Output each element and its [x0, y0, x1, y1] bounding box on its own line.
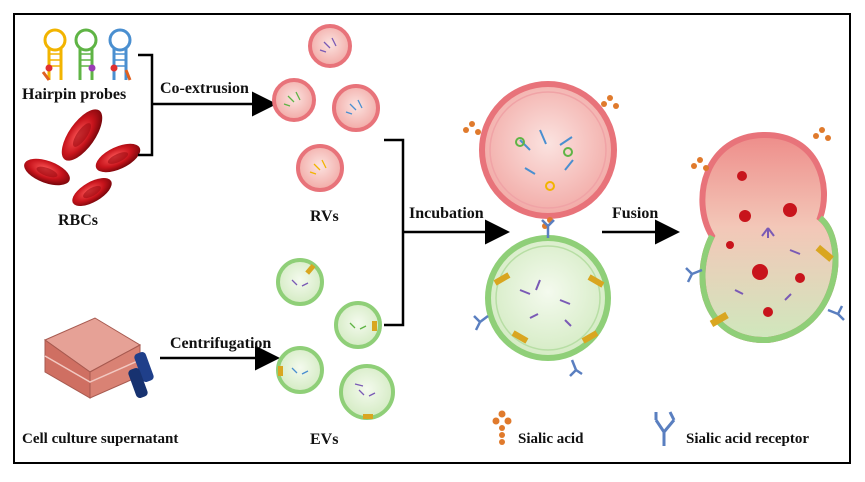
label-sialic-acid-receptor: Sialic acid receptor [686, 431, 810, 447]
label-incubation: Incubation [409, 205, 484, 222]
fused-vesicle [685, 127, 845, 344]
rv-ev-docking [463, 81, 619, 377]
label-hairpin-probes: Hairpin probes [22, 86, 127, 103]
flask-icon [43, 317, 154, 399]
label-sialic-acid: Sialic acid [518, 431, 584, 447]
label-fusion: Fusion [612, 205, 659, 222]
sialic-acid-receptor-icon [654, 411, 676, 446]
label-centrifugation: Centrifugation [170, 335, 272, 352]
label-cell-culture-supernatant: Cell culture supernatant [22, 431, 179, 447]
incubation-arrow [384, 138, 510, 327]
ev-vesicles [276, 258, 395, 420]
label-rbcs: RBCs [58, 212, 99, 229]
rbc-icons [24, 109, 141, 206]
sialic-acid-icon [492, 410, 512, 445]
figure-frame [13, 13, 851, 464]
label-evs: EVs [310, 431, 339, 448]
label-co-extrusion: Co-extrusion [160, 80, 249, 97]
co-extrusion-arrow [138, 53, 277, 157]
rv-vesicles [272, 24, 380, 192]
hairpin-probe-icons [41, 28, 132, 81]
label-rvs: RVs [310, 208, 339, 225]
